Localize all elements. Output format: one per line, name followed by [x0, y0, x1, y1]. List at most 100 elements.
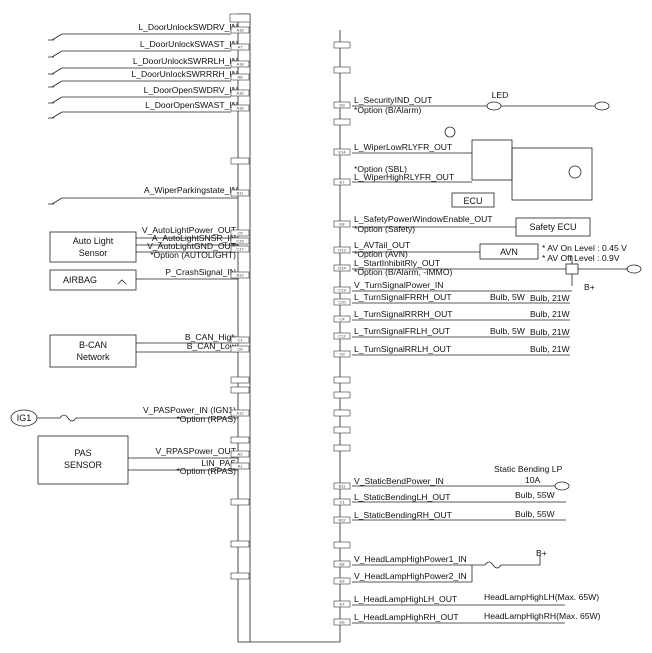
pin-box — [333, 560, 351, 568]
pin-box — [230, 436, 250, 444]
left-signal-label: V_AutoLightPower_OUT — [142, 225, 237, 235]
pin-label: D13 — [338, 248, 346, 253]
pin-label: C19 — [338, 288, 346, 293]
pin-box — [230, 450, 250, 458]
left-signal-label: L_DoorOpenSWDRV_IN — [144, 85, 238, 95]
pin-label: A16 — [236, 90, 244, 95]
left-signal-label: L_DoorUnlockSWRRRH_IN — [132, 69, 239, 79]
pin-label: A16 — [236, 105, 244, 110]
right-signal-label: *Option (AVN) — [354, 249, 408, 259]
right-signal-label: V_HeadLampHighPower1_IN — [354, 554, 467, 564]
pin-box — [230, 229, 250, 237]
pin-box — [230, 245, 250, 253]
right-signal-label: V_HeadLampHighPower2_IN — [354, 571, 467, 581]
ign-terminal-icon — [444, 126, 456, 138]
left-signal-label: B_CAN_High — [185, 332, 236, 342]
right-signal-label: L_SafetyPowerWindowEnable_OUT — [354, 214, 493, 224]
bulb-5w-frrh: Bulb, 5W — [490, 292, 526, 302]
pin-box — [333, 286, 351, 294]
door-switch-inputs — [48, 33, 231, 119]
right-signal-label: *Option (Safety) — [354, 224, 415, 234]
right-signal-label: L_WiperHighRLYFR_OUT — [354, 172, 455, 182]
left-signal-label: *Option (AUTOLIGHT) — [150, 250, 236, 260]
left-signal-label: P_CrashSignal_IN — [165, 267, 236, 277]
pin-box — [333, 350, 351, 358]
pin-box — [230, 345, 250, 353]
pin-box — [230, 104, 250, 112]
led-label: LED — [492, 90, 509, 100]
ecu-label: ECU — [463, 196, 482, 206]
pin-box — [230, 271, 250, 279]
av-on-level: * AV On Level : 0.45 V — [542, 243, 627, 253]
pin-box — [230, 60, 250, 68]
ecu-box — [451, 192, 495, 208]
pin-label: E8 — [340, 562, 346, 567]
pin-box — [333, 482, 351, 490]
left-signal-label: L_DoorUnlockSWRRLH_IN — [133, 56, 238, 66]
pin-label: E14 — [338, 150, 346, 155]
airbag-box — [49, 269, 137, 291]
pin-box — [333, 376, 351, 384]
start-bplus-label: B+ — [584, 282, 595, 292]
avn-box — [479, 243, 539, 260]
pin-label: C12 — [338, 334, 346, 339]
pin-label: E8 — [340, 222, 346, 227]
right-signal-label: L_StaticBendingRH_OUT — [354, 510, 453, 520]
pin-box — [333, 178, 351, 186]
pin-box — [230, 89, 250, 97]
right-signal-label: *Option (B/Alarm, -IMMO) — [354, 267, 453, 277]
pin-box — [333, 118, 351, 126]
pas-label-2: SENSOR — [64, 460, 103, 470]
pin-box — [230, 157, 250, 165]
pin-label: A8 — [238, 74, 244, 79]
pin-box — [333, 66, 351, 74]
pin-box — [333, 220, 351, 228]
pin-box — [230, 498, 250, 506]
pin-box — [333, 600, 351, 608]
right-signal-label: L_TurnSignalFRLH_OUT — [354, 326, 451, 336]
bulb-21w-rrlh: Bulb, 21W — [530, 344, 571, 354]
headlamp-fuse-wire — [484, 555, 541, 569]
pin-label: E6 — [340, 620, 346, 625]
right-signal-label: *Option (B/Alarm) — [354, 105, 421, 115]
bulb-21w-rrrh: Bulb, 21W — [530, 309, 571, 319]
pas-sensor-box — [37, 435, 129, 485]
pin-box — [230, 336, 250, 344]
headlamp-rh-label: HeadLampHighRH(Max. 65W) — [484, 611, 601, 621]
led-icon — [486, 101, 502, 111]
left-signal-label: A_AutoLightSNSR_IN — [152, 233, 236, 243]
left-signal-label: V_AutoLightGND_OUT — [147, 241, 237, 251]
right-signal-label: L_TurnSignalRRLH_OUT — [354, 344, 452, 354]
pin-label: A12 — [236, 410, 244, 415]
pin-box — [230, 386, 250, 394]
pin-box — [333, 541, 351, 549]
pin-label: A18 — [236, 61, 244, 66]
auto-light-sensor-box — [49, 231, 137, 263]
right-signal-label: L_StartInhibitRly_OUT — [354, 258, 441, 268]
pin-label: C5 — [237, 230, 243, 235]
pin-box — [333, 444, 351, 452]
pin-box — [230, 26, 250, 34]
left-signal-label: *Option (RPAS) — [176, 414, 236, 424]
pin-label: C1 — [237, 337, 243, 342]
pin-box — [333, 391, 351, 399]
pin-label: C20 — [338, 300, 346, 305]
pin-label: C15 — [236, 238, 244, 243]
connector-cap — [229, 13, 251, 23]
bcan-label-1: B-CAN — [79, 340, 107, 350]
pin-label: B12 — [338, 518, 346, 523]
airbag-ground-icon — [117, 279, 127, 285]
pin-box — [333, 264, 351, 272]
pin-label: D14 — [338, 266, 346, 271]
static-bending-title: Static Bending LP — [494, 464, 563, 474]
bulb-55w-lh: Bulb, 55W — [515, 490, 556, 500]
pin-label: D3 — [339, 103, 345, 108]
left-signal-label: L_DoorOpenSWAST_IN — [145, 100, 238, 110]
av-off-level: * AV Off Level : 0.9V — [542, 253, 620, 263]
left-signal-label: V_PASPower_IN (IGN1) — [143, 405, 236, 415]
left-signal-label: A_WiperParkingstate_IN — [144, 185, 238, 195]
left-signal-label: L_DoorUnlockSWDRV_IN — [138, 22, 238, 32]
right-signal-label: L_StaticBendingLH_OUT — [354, 492, 451, 502]
avn-label: AVN — [500, 247, 518, 257]
